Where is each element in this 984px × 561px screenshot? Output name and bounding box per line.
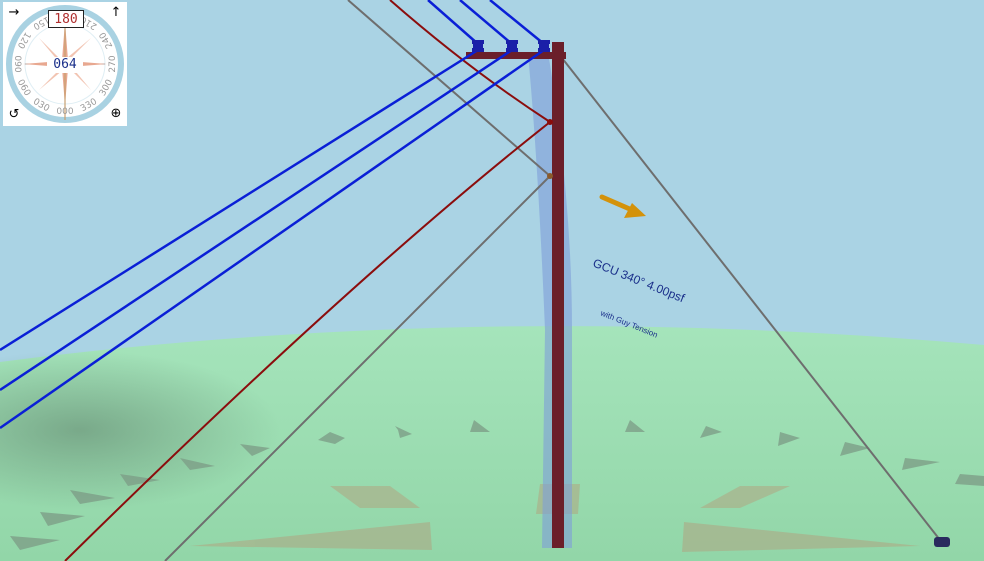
insulator-middle	[506, 40, 518, 52]
guy-attachment	[547, 173, 553, 179]
guy-wires	[164, 0, 941, 561]
insulator-left	[472, 40, 484, 52]
pan-button[interactable]: →	[6, 5, 22, 21]
view-heading-display[interactable]: 180	[48, 10, 84, 28]
primary-conductors	[0, 0, 545, 430]
compass-ring-label: 000	[56, 107, 73, 117]
rotate-button[interactable]: ↺	[6, 107, 22, 123]
rotate-icon: ↺	[8, 107, 20, 122]
secondary-conductor	[64, 0, 551, 561]
compass-widget[interactable]: 120150180210240270300330000030060090 180…	[3, 2, 127, 126]
zoom-button[interactable]: ⊕	[108, 106, 124, 122]
up-arrow-icon: ↑	[110, 5, 122, 20]
ground-shadow	[0, 350, 280, 510]
azimuth-readout: 064	[47, 57, 83, 73]
ground-markers	[10, 420, 984, 550]
cross-arm	[466, 52, 566, 59]
guy-anchor	[934, 537, 950, 547]
secondary-attachment	[547, 119, 553, 125]
wind-direction-arrow	[599, 194, 646, 218]
compass-ring-label: 090	[12, 55, 22, 72]
utility-pole	[552, 42, 564, 548]
compass-ring-label: 270	[108, 55, 118, 72]
insulators	[472, 40, 550, 52]
bird-icon: →	[8, 5, 20, 20]
zoom-icon: ⊕	[110, 106, 122, 121]
north-up-button[interactable]: ↑	[108, 5, 124, 21]
insulator-right	[538, 40, 550, 52]
